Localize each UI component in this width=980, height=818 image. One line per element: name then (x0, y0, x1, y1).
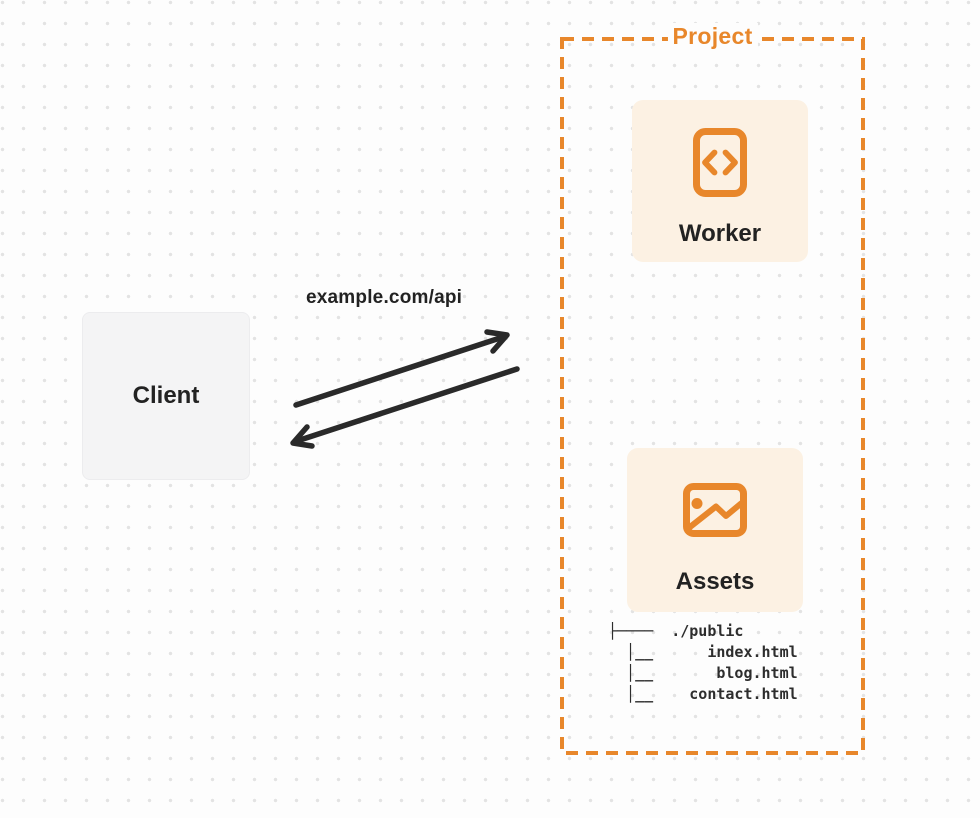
file-tree: ├──── ./public │__ index.html │__ blog.h… (608, 622, 798, 703)
request-url-label: example.com/api (306, 287, 463, 308)
worker-label: Worker (678, 220, 762, 247)
request-arrow (293, 329, 510, 408)
project-title: Project (667, 23, 758, 50)
assets-node: Assets (627, 448, 803, 612)
assets-label: Assets (675, 568, 755, 595)
code-document-icon (693, 128, 747, 197)
client-node: Client (82, 312, 250, 480)
worker-node: Worker (632, 100, 808, 262)
client-label: Client (132, 382, 200, 409)
response-arrow (290, 366, 520, 449)
project-boundary: Project Worker Assets ├──── ./public │__… (560, 23, 865, 755)
image-icon (683, 483, 747, 537)
